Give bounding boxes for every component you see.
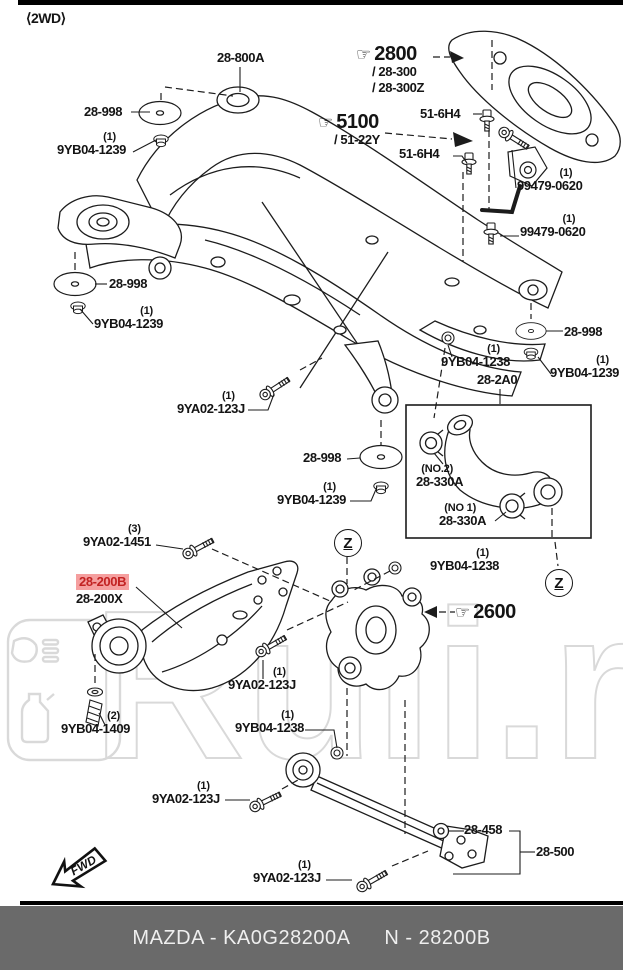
footer-rule	[20, 901, 623, 905]
drive-variant-label: ⟨2WD⟩	[26, 10, 66, 26]
arrowheads	[424, 51, 473, 618]
fwd-arrow: FWD	[50, 846, 108, 889]
hardware-art	[53, 100, 547, 727]
lower-arm-art	[87, 560, 299, 692]
watermark-logo	[6, 618, 122, 762]
sensor-link-art	[461, 109, 548, 245]
knuckle-art	[325, 568, 430, 691]
top-rule	[18, 0, 623, 5]
catalog-part-code: MAZDA - KA0G28200A	[132, 926, 351, 949]
footer-bar: MAZDA - KA0G28200A N - 28200B	[0, 906, 623, 970]
assembly-box-art	[405, 404, 592, 539]
stud-9YB04-1409	[85, 687, 104, 727]
lateral-link-art	[247, 746, 489, 895]
upper-arm-art	[448, 30, 621, 164]
subframe-art	[57, 86, 563, 414]
leader-lines	[79, 67, 563, 881]
catalog-section-code: N - 28200B	[384, 926, 491, 949]
